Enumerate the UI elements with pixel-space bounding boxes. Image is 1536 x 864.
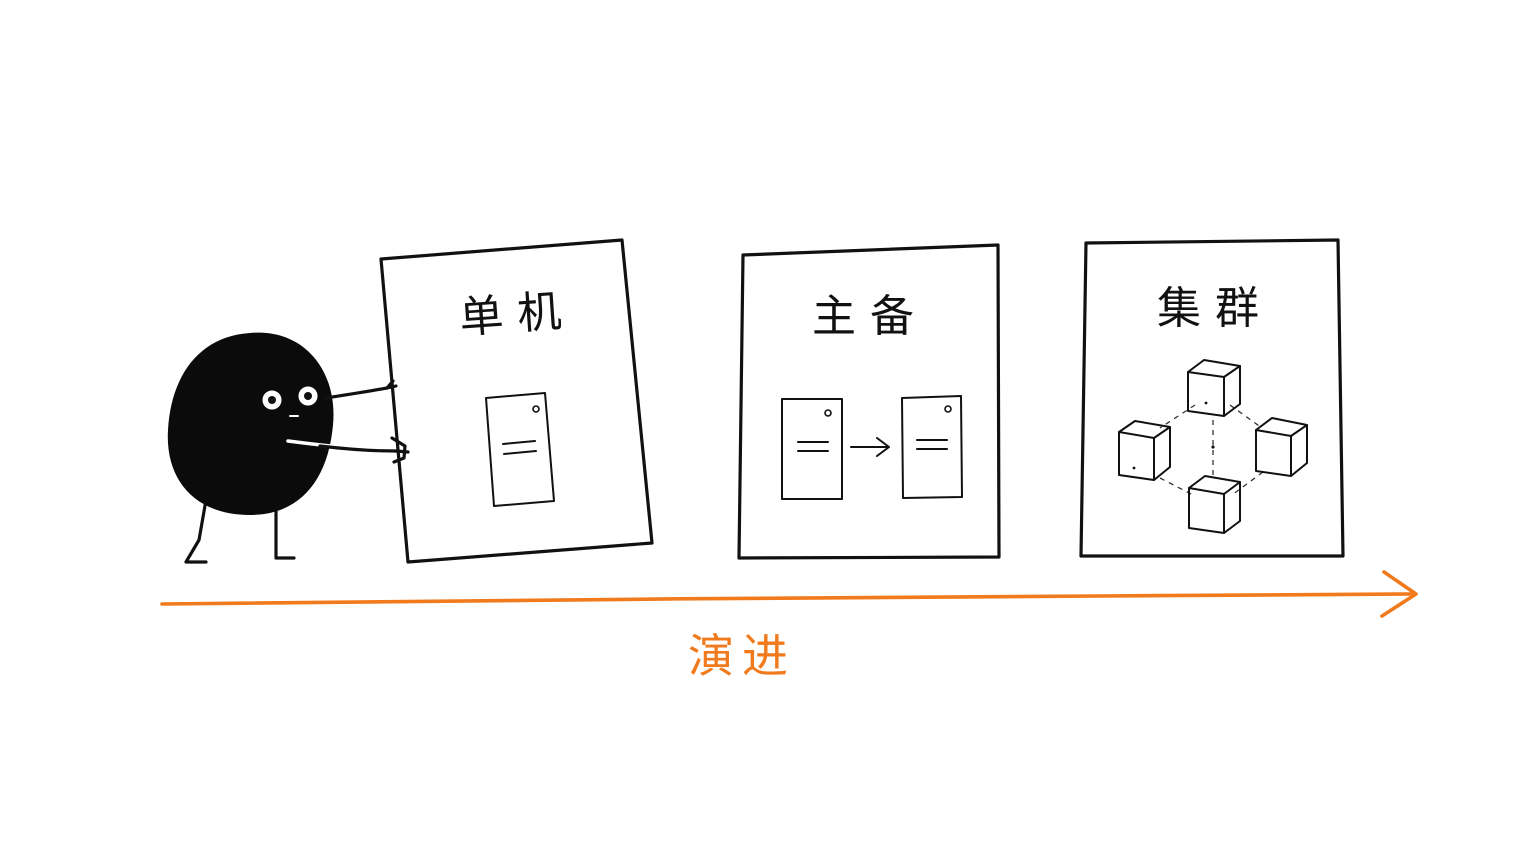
character-right-leg [274,498,296,560]
evolution-label: 演进 [688,629,796,683]
server-icon [485,392,555,507]
arrow-right-icon [850,437,890,457]
card-standalone [379,238,654,564]
character-left-leg [184,498,208,564]
card-master-standby [737,243,1001,560]
card-cluster [1079,238,1345,558]
stage-label-master-standby: 主备 [812,291,928,342]
evolution-axis-arrow [160,570,1418,618]
server-icon [901,395,963,499]
stage-label-standalone: 单机 [457,285,577,344]
card-master-standby-frame [737,243,1001,560]
stage-label-cluster: 集群 [1157,283,1273,334]
server-icon [781,398,843,500]
character-body [167,332,334,515]
cube-node-icon [1188,475,1241,534]
cube-node-icon [1255,417,1308,477]
card-cluster-frame [1079,238,1345,558]
blob-character-icon [167,332,410,564]
character-lower-arm [318,444,398,453]
cube-node-icon [1187,359,1241,417]
card-standalone-frame [379,238,654,564]
character-upper-arm [324,386,389,400]
cube-node-icon [1118,420,1171,481]
